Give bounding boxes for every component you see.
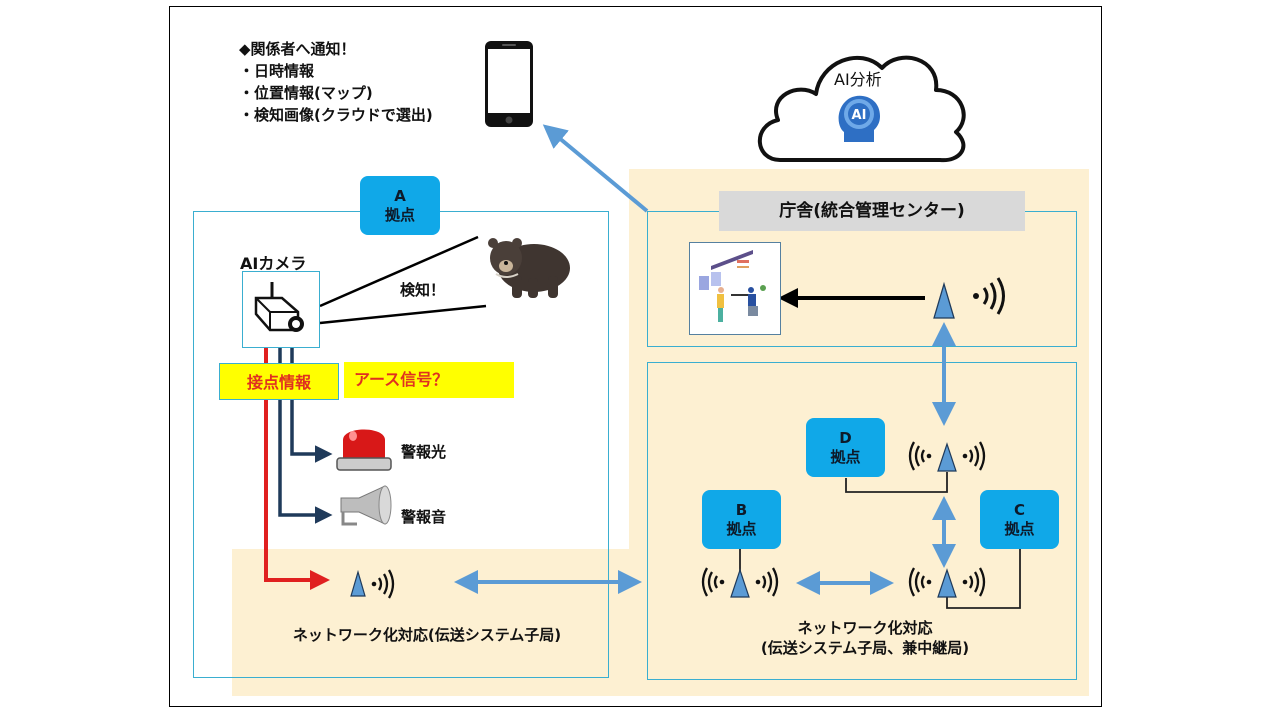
antenna-site-b: [701, 567, 779, 598]
ai-icon-text: AI: [852, 108, 867, 123]
warning-sound-label: 警報音: [401, 508, 447, 526]
antenna-hq: [933, 277, 1005, 319]
detection-line-lower: [319, 304, 487, 325]
site-a-network-label: ネットワーク化対応(伝送システム子局): [292, 626, 562, 644]
control-room-icon: [699, 250, 766, 322]
detection-label: 検知！: [400, 281, 446, 299]
antenna-site-d: [908, 441, 986, 472]
warning-sound-line: [278, 348, 333, 524]
earth-signal-label: アース信号？: [344, 362, 514, 398]
contact-signal-line: [264, 348, 330, 590]
detection-line-upper: [319, 235, 479, 308]
notification-title: ◆関係者へ通知！: [239, 40, 356, 58]
antenna-site-a: [350, 569, 395, 599]
contact-info-label: 接点情報: [219, 363, 339, 400]
notification-item: ・日時情報: [239, 62, 315, 80]
notification-item: ・検知画像(クラウドで選出): [239, 106, 433, 124]
network-label: ネットワーク化対応 (伝送システム子局、兼中継局): [700, 618, 1030, 658]
cloud-label: AI分析: [834, 70, 882, 89]
site-b-badge: B 拠点: [702, 490, 781, 549]
site-d-badge: D 拠点: [806, 418, 885, 477]
site-a-letter: A: [394, 186, 406, 205]
network-box: [647, 362, 1077, 680]
antenna-relay: [908, 567, 986, 598]
diagram-frame: [169, 6, 1102, 707]
site-a-badge: A 拠点: [360, 176, 440, 235]
site-b-letter: B: [735, 500, 748, 519]
notification-item: ・位置情報(マップ): [239, 84, 373, 102]
site-d-letter: D: [839, 428, 852, 447]
network-label-line2: (伝送システム子局、兼中継局): [760, 639, 970, 657]
site-c-label: 拠点: [1004, 519, 1035, 538]
security-camera-icon: [254, 282, 304, 332]
warning-light-icon: [336, 429, 392, 471]
c-site-connector: [946, 549, 1021, 609]
smartphone-icon: [485, 41, 533, 127]
site-b-label: 拠点: [726, 519, 757, 538]
ai-brain-icon: AI: [838, 95, 880, 142]
hq-to-phone-arrow: [542, 124, 649, 213]
site-a-label: 拠点: [384, 205, 415, 224]
warning-horn-icon: [340, 485, 392, 526]
warning-light-label: 警報光: [401, 443, 447, 461]
site-d-label: 拠点: [830, 447, 861, 466]
site-c-badge: C 拠点: [980, 490, 1059, 549]
bear-icon: [488, 238, 570, 298]
hq-title: 庁舎(統合管理センター): [719, 191, 1025, 231]
site-c-letter: C: [1013, 500, 1025, 519]
network-label-line1: ネットワーク化対応: [797, 619, 933, 637]
ai-camera-label: AIカメラ: [240, 254, 307, 273]
d-site-connector: [845, 472, 948, 493]
notification-text: ◆関係者へ通知！ ・日時情報 ・位置情報(マップ) ・検知画像(クラウドで選出): [239, 38, 433, 126]
